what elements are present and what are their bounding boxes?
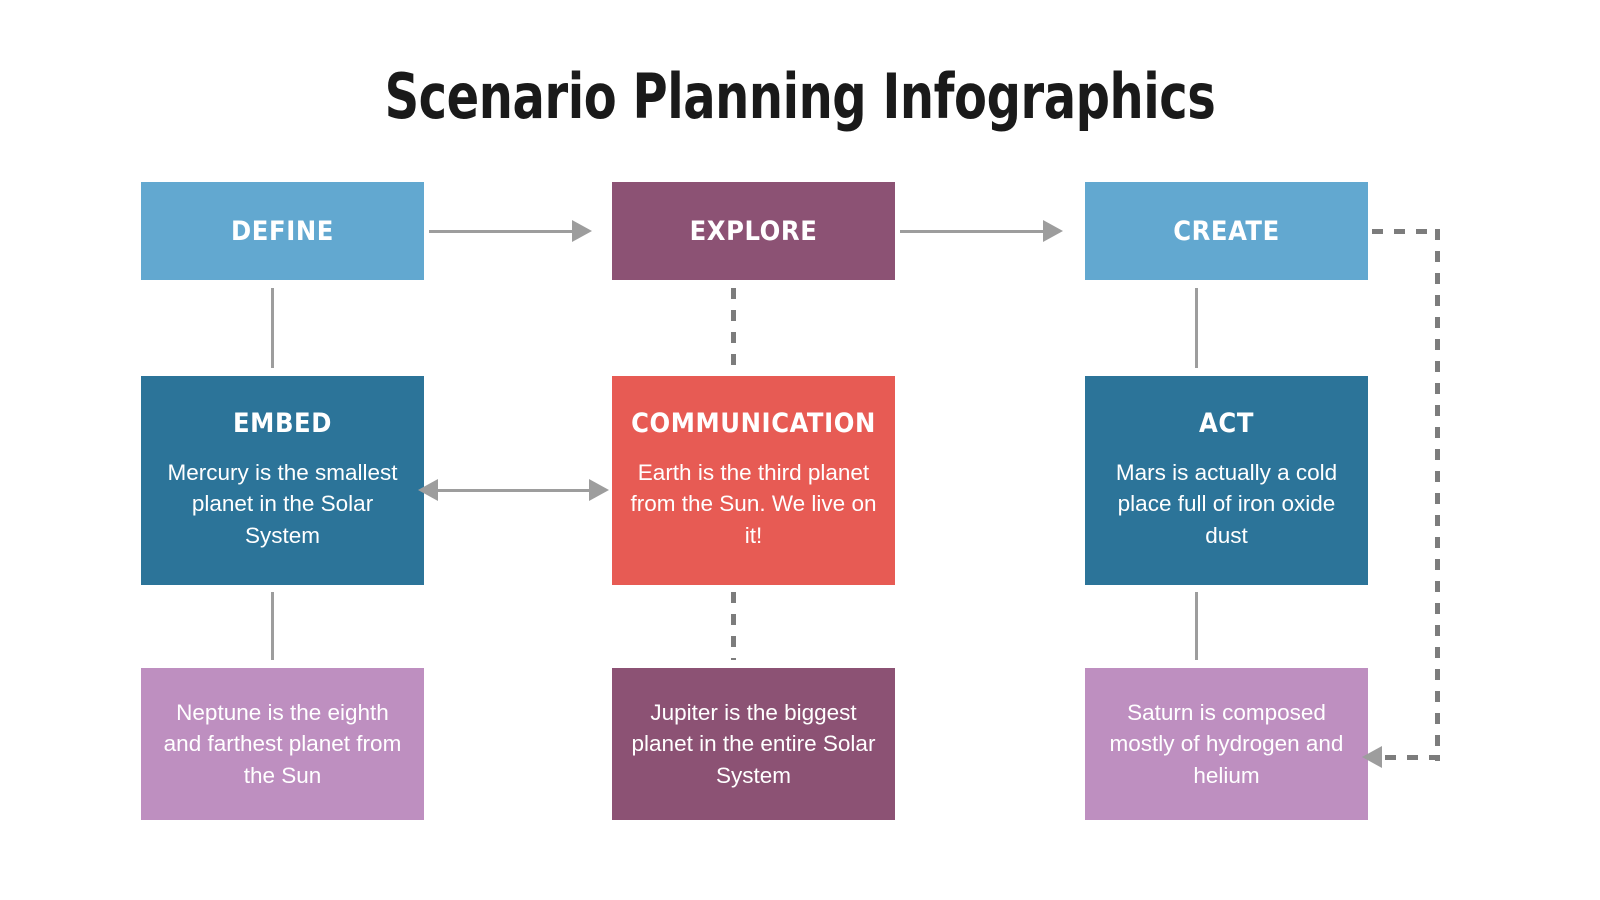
connector-embed-communication-arrowhead-left — [418, 479, 438, 501]
connector-create-loop-arrowhead — [1362, 746, 1382, 768]
box-neptune-body: Neptune is the eighth and farthest plane… — [163, 700, 402, 788]
box-saturn[interactable]: Saturn is composed mostly of hydrogen an… — [1085, 668, 1368, 820]
connector-explore-to-communication-dotted — [731, 288, 736, 368]
connector-define-to-embed — [271, 288, 274, 368]
box-act-body: Mars is actually a cold place full of ir… — [1115, 460, 1338, 548]
box-neptune[interactable]: Neptune is the eighth and farthest plane… — [141, 668, 424, 820]
connector-embed-communication-line — [436, 489, 591, 492]
connector-act-to-saturn — [1195, 592, 1198, 660]
box-jupiter-body: Jupiter is the biggest planet in the ent… — [631, 700, 876, 788]
box-explore[interactable]: EXPLORE — [612, 182, 895, 280]
box-act-heading: ACT — [1199, 408, 1254, 440]
box-embed-body: Mercury is the smallest planet in the So… — [167, 460, 398, 548]
box-explore-heading: EXPLORE — [689, 215, 818, 247]
connector-create-loop-vertical-segment — [1435, 229, 1440, 761]
connector-create-loop-top-segment — [1372, 229, 1440, 234]
connector-create-to-act — [1195, 288, 1198, 368]
box-embed-heading: EMBED — [232, 408, 333, 440]
box-saturn-body: Saturn is composed mostly of hydrogen an… — [1109, 700, 1344, 788]
page-title: Scenario Planning Infographics — [384, 60, 1216, 133]
box-create[interactable]: CREATE — [1085, 182, 1368, 280]
box-communication-body: Earth is the third planet from the Sun. … — [630, 460, 877, 548]
box-jupiter[interactable]: Jupiter is the biggest planet in the ent… — [612, 668, 895, 820]
connector-communication-to-jupiter-dotted — [731, 592, 736, 660]
connector-embed-to-neptune — [271, 592, 274, 660]
connector-define-to-explore-arrowhead — [572, 220, 592, 242]
connector-define-to-explore-line — [429, 230, 574, 233]
connector-embed-communication-arrowhead-right — [589, 479, 609, 501]
box-act[interactable]: ACT Mars is actually a cold place full o… — [1085, 376, 1368, 585]
box-define[interactable]: DEFINE — [141, 182, 424, 280]
connector-create-loop-bottom-segment — [1385, 755, 1440, 760]
box-create-heading: CREATE — [1173, 215, 1280, 247]
box-communication[interactable]: COMMUNICATION Earth is the third planet … — [612, 376, 895, 585]
box-communication-heading: COMMUNICATION — [631, 408, 876, 440]
box-define-heading: DEFINE — [231, 215, 334, 247]
connector-explore-to-create-arrowhead — [1043, 220, 1063, 242]
connector-explore-to-create-line — [900, 230, 1045, 233]
box-embed[interactable]: EMBED Mercury is the smallest planet in … — [141, 376, 424, 585]
